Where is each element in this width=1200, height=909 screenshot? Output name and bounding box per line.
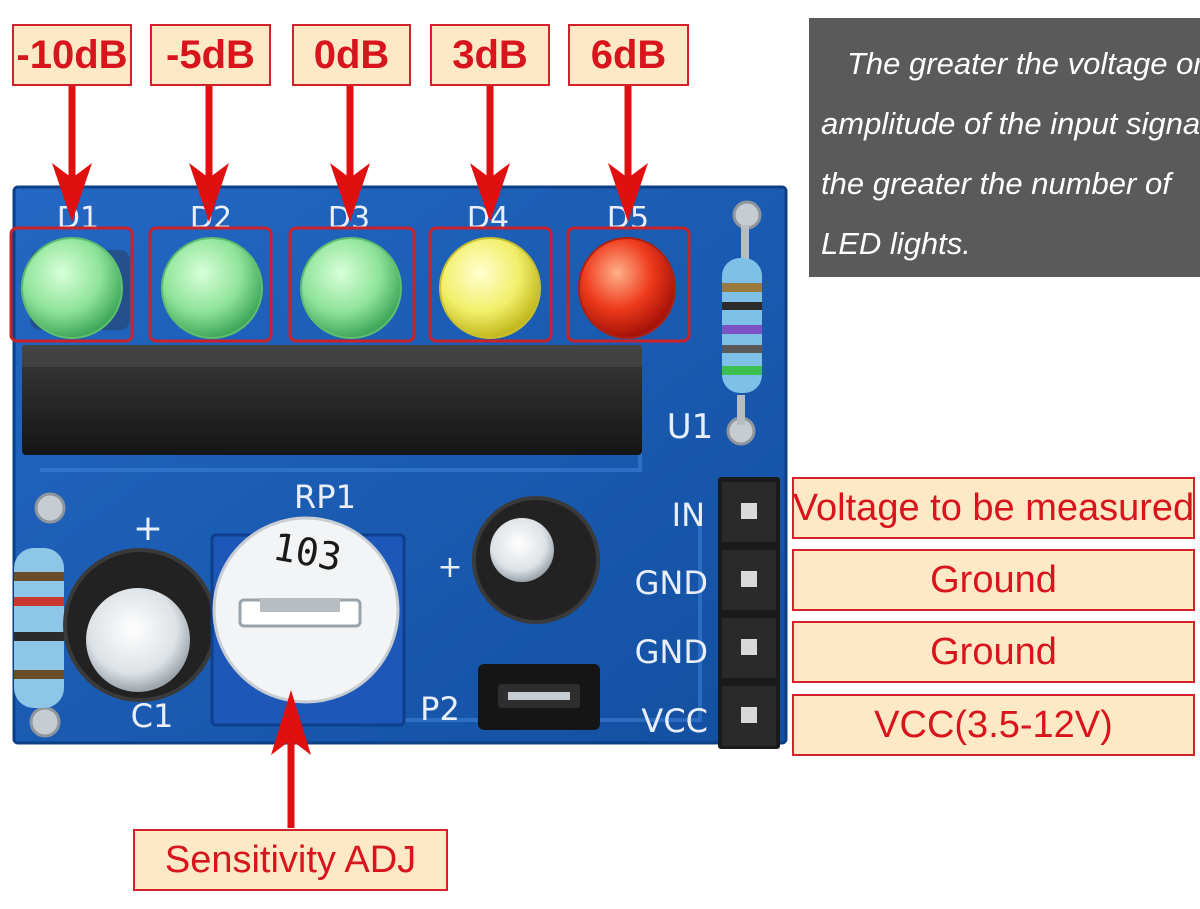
led-d2 (161, 237, 263, 339)
led-d3 (300, 237, 402, 339)
silk-rp1: RP1 (294, 478, 356, 516)
silk-d1: D1 (57, 201, 99, 236)
pin-label-in: Voltage to be measured (792, 477, 1195, 539)
silk-c1-plus: + (133, 508, 163, 549)
silk-u1: U1 (667, 407, 714, 447)
resistor-bottom-left (14, 492, 66, 738)
db-label-minus10: -10dB (12, 24, 132, 86)
jumper-block (478, 664, 600, 730)
db-label-6: 6dB (568, 24, 689, 86)
silk-small-cap-plus: + (437, 550, 462, 585)
pin-label-gnd-2: Ground (792, 621, 1195, 683)
info-line-4: LED lights. (821, 226, 971, 261)
pin-label-vcc: VCC(3.5-12V) (792, 694, 1195, 756)
pin-header: IN GND GND VCC (635, 477, 780, 749)
db-arrows (52, 86, 648, 222)
led-d1 (21, 237, 130, 339)
resistor-top-right (722, 200, 762, 446)
db-label-minus5: -5dB (150, 24, 271, 86)
led-highlight-boxes (9, 226, 691, 343)
silk-c1: C1 (131, 697, 174, 735)
info-text-box: The greater the voltage or amplitude of … (809, 18, 1200, 277)
sensitivity-arrow (271, 690, 311, 828)
silk-pin-gnd-2: GND (635, 633, 708, 671)
info-line-3: the greater the number of (821, 166, 1171, 201)
info-line-2: amplitude of the input signal, (821, 106, 1200, 141)
sensitivity-label: Sensitivity ADJ (133, 829, 448, 891)
silk-pin-gnd-1: GND (635, 564, 708, 602)
db-label-3: 3dB (430, 24, 550, 86)
db-label-0: 0dB (292, 24, 411, 86)
pin-label-gnd-1: Ground (792, 549, 1195, 611)
info-line-1: The greater the voltage or (847, 46, 1200, 81)
led-d4 (439, 237, 541, 339)
led-d5 (578, 237, 676, 339)
silk-p2: P2 (420, 690, 460, 728)
capacitor-c1: + C1 (63, 508, 217, 735)
capacitor-small: + (437, 496, 600, 624)
silk-pin-in: IN (672, 496, 705, 534)
ic-u1 (22, 345, 642, 455)
potentiometer-rp1: RP1 103 P2 (210, 478, 460, 728)
silk-pin-vcc: VCC (641, 702, 708, 740)
